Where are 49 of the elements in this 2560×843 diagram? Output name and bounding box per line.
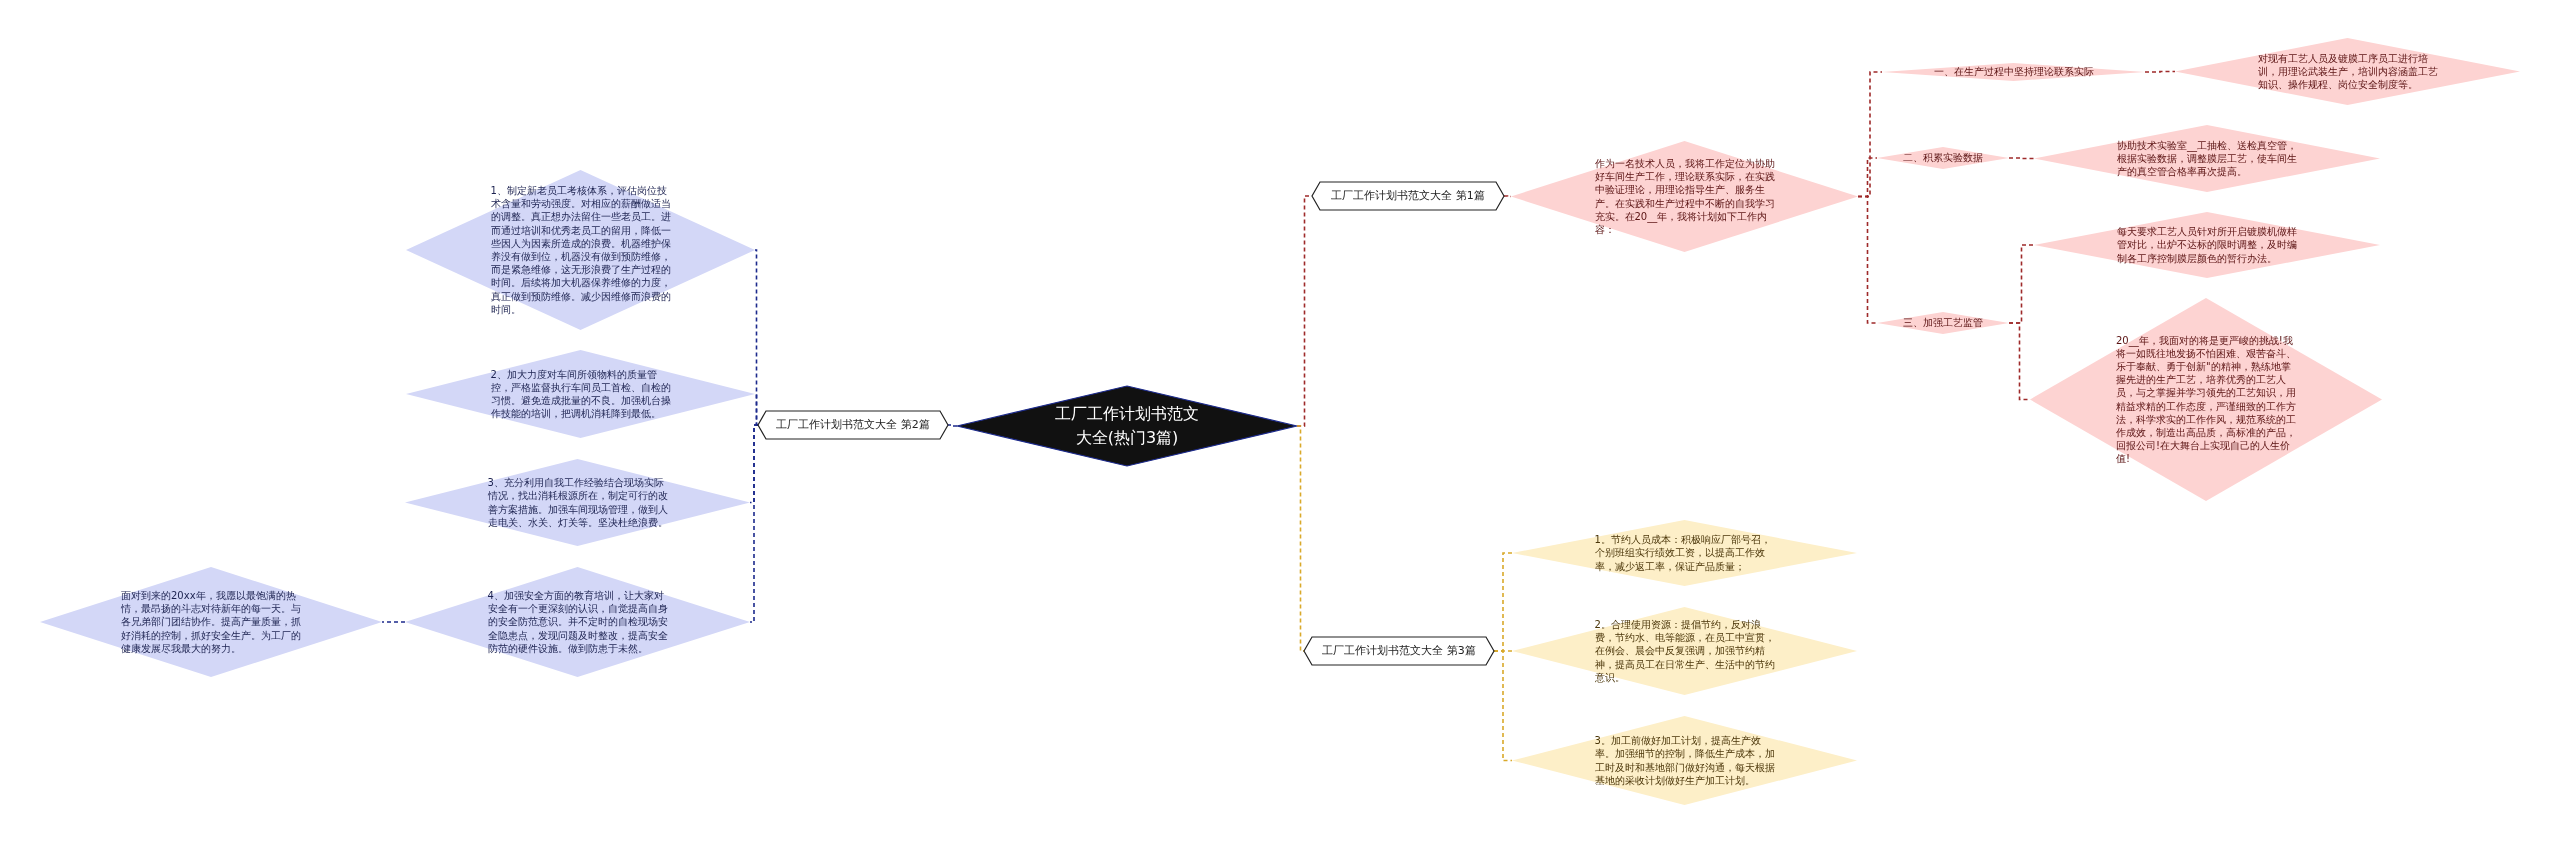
connector-line	[947, 424, 958, 427]
connector-line	[749, 424, 759, 623]
content-diamond	[1512, 716, 1857, 805]
connector-line	[754, 393, 759, 426]
node-text: 20__年，我面对的将是更严峻的挑战!我将一如既往地发扬不怕困难、艰苦奋斗、乐于奉献、勇于创新"的精神，熟练地掌握先进的生产工艺，培养优秀的工艺人员，与之掌握并学习领先的工艺知识，用精益求精的工作态度，严谨细致的工作方法，科学求实的工作作风，规范系统的工作成效，制造出高品质，高标准的产品，回报公司!在大舞台上实现自己的人生价值!	[2116, 333, 2296, 466]
connector-line	[2008, 322, 2031, 401]
content-diamond	[1512, 520, 1857, 586]
topic-hexagon	[1304, 637, 1494, 665]
topic-label: 工厂工作计划书范文大全 第3篇	[1322, 643, 1476, 659]
node-text: 每天要求工艺人员针对所开启镀膜机做样管对比，出炉不达标的限时调整，及时编制各工序控制膜层颜色的暂行办法。	[2117, 225, 2297, 265]
node-text: 3、充分利用自我工作经验结合现场实际情况，找出消耗根源所在，制定可行的改善方案措施。加强车间现场管理，做到人走电关、水关、灯关等。坚决杜绝浪费。	[487, 476, 668, 529]
connector-line	[2144, 70, 2176, 73]
topic-label: 工厂工作计划书范文大全 第1篇	[1331, 188, 1485, 204]
content-diamond	[1512, 607, 1857, 695]
content-diamond	[406, 170, 755, 330]
subtopic-diamond	[1877, 312, 2009, 334]
node-text: 二、积累实验数据	[1903, 151, 1983, 165]
node-text: 一、在生产过程中坚持理论联系实际	[1933, 65, 2094, 79]
content-diamond	[405, 567, 750, 677]
connector-line	[1857, 195, 1878, 324]
node-text: 1、制定新老员工考核体系，评估岗位技术含量和劳动强度。对相应的薪酬做适当的调整。真正想办法留住一些老员工。进而通过培训和优秀老员工的留用，降低一些因人为因素所造成的浪费。机器维护保养没有做到位，机器没有做到预防维修，而是紧急维修，这无形浪费了生产过程的时间。后续将加大机器保养维修的力度，真正做到预防维修。减少因维修而浪费的时间。	[490, 184, 671, 316]
connector-line	[1296, 425, 1305, 652]
connector-line	[2008, 157, 2035, 160]
subtopic-diamond	[1877, 147, 2009, 169]
node-text: 对现有工艺人员及镀膜工序员工进行培训，用理论武装生产，培训内容涵盖工艺知识、操作规程、岗位安全制度等。	[2257, 51, 2438, 92]
node-text: 作为一名技术人员，我将工作定位为协助好车间生产工作，理论联系实际，在实践中验证理论，用理论指导生产、服务生产。在实践和生产过程中不断的自我学习充实。在20__年，我将计划如下工作内容：	[1594, 156, 1775, 237]
topic-hexagon	[1312, 182, 1504, 210]
content-diamond	[2030, 298, 2382, 501]
content-diamond	[2034, 212, 2380, 278]
connector-line	[381, 621, 406, 623]
content-diamond	[405, 459, 750, 546]
content-diamond	[2034, 125, 2380, 192]
node-text: 1。节约人员成本：积极响应厂部号召，个别班组实行绩效工资，以提高工作效率，减少返工率，保证产品质量；	[1594, 533, 1772, 573]
content-diamond	[40, 567, 382, 677]
content-diamond	[1511, 141, 1858, 252]
node-text: 三、加强工艺监管	[1903, 316, 1983, 330]
content-diamond	[2175, 38, 2520, 105]
node-text: 2、加大力度对车间所领物料的质量管控，严格监督执行车间员工首检、自检的习惯。避免造成批量的不良。加强机台操作技能的培训，把调机消耗降到最低。	[490, 367, 671, 421]
node-text: 2。合理使用资源：提倡节约，反对浪费，节约水、电等能源，在员工中宣贯，在例会、晨会中反复强调，加强节约精神，提高员工在日常生产、生活中的节约意识。	[1594, 618, 1775, 684]
topic-label: 工厂工作计划书范文大全 第2篇	[776, 417, 930, 433]
node-text: 面对到来的20xx年，我愿以最饱满的热情，最昂扬的斗志对待新年的每一天。与各兄弟部门团结协作。提高产量质量，抓好消耗的控制，抓好安全生产。为工厂的健康发展尽我最大的努力。	[121, 589, 301, 655]
root-diamond	[957, 386, 1297, 466]
topic-hexagon	[758, 411, 948, 439]
connector-line	[1493, 650, 1513, 762]
title-text: 工厂工作计划书范文大全(热门3篇)	[1054, 403, 1200, 449]
node-text: 3。加工前做好加工计划，提高生产效率。加强细节的控制，降低生产成本，加工时及时和基地部门做好沟通，每天根据基地的采收计划做好生产加工计划。	[1594, 734, 1775, 787]
node-text: 4、加强安全方面的教育培训，让大家对安全有一个更深刻的认识，自觉提高自身的安全防范意识。并不定时的自检现场安全隐患点，发现问题及时整改，提高安全防范的硬件设施。做到防患于未然。	[487, 589, 668, 655]
node-text: 协助技术实验室__工抽检、送检真空管，根据实验数据，调整膜层工艺，使车间生产的真空管合格率再次提高。	[2117, 138, 2297, 179]
content-diamond	[406, 350, 755, 438]
